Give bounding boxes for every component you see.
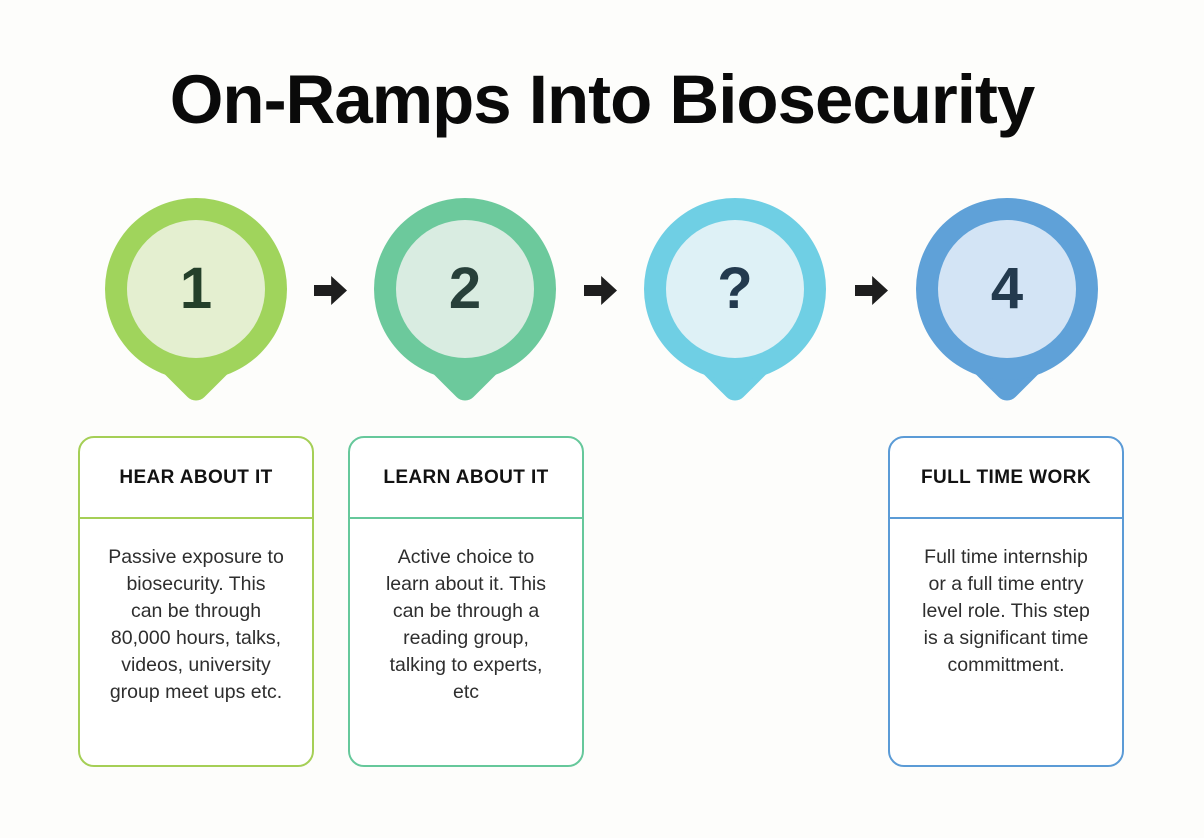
step-number: 4 bbox=[990, 256, 1024, 321]
card-title: HEAR ABOUT IT bbox=[119, 466, 273, 488]
step-pin-question: ? bbox=[644, 198, 826, 413]
card-body: Passive exposure to biosecurity. This ca… bbox=[108, 546, 284, 703]
card-header: FULL TIME WORK bbox=[890, 438, 1122, 519]
card-title: FULL TIME WORK bbox=[921, 466, 1091, 488]
step-number: 2 bbox=[448, 256, 482, 321]
pin-inner-circle: 1 bbox=[127, 220, 265, 358]
card-body: Full time internship or a full time entr… bbox=[922, 546, 1090, 676]
pin-inner-circle: ? bbox=[666, 220, 804, 358]
pin-inner-circle: 4 bbox=[938, 220, 1076, 358]
right-arrow-icon bbox=[855, 276, 888, 305]
page-title: On-Ramps Into Biosecurity bbox=[169, 61, 1035, 138]
card-learn-about-it: LEARN ABOUT IT Active choice to learn ab… bbox=[348, 436, 584, 767]
step-number: 1 bbox=[179, 256, 213, 321]
right-arrow-icon bbox=[584, 276, 617, 305]
step-number: ? bbox=[717, 256, 753, 321]
step-pin-1: 1 bbox=[105, 198, 287, 413]
pin-inner-circle: 2 bbox=[396, 220, 534, 358]
card-header: LEARN ABOUT IT bbox=[350, 438, 582, 519]
step-pin-2: 2 bbox=[374, 198, 556, 413]
card-full-time-work: FULL TIME WORK Full time internship or a… bbox=[888, 436, 1124, 767]
card-header: HEAR ABOUT IT bbox=[80, 438, 312, 519]
step-pin-4: 4 bbox=[916, 198, 1098, 413]
right-arrow-icon bbox=[314, 276, 347, 305]
card-body: Active choice to learn about it. This ca… bbox=[385, 546, 547, 703]
card-hear-about-it: HEAR ABOUT IT Passive exposure to biosec… bbox=[78, 436, 314, 767]
card-title: LEARN ABOUT IT bbox=[383, 466, 549, 488]
